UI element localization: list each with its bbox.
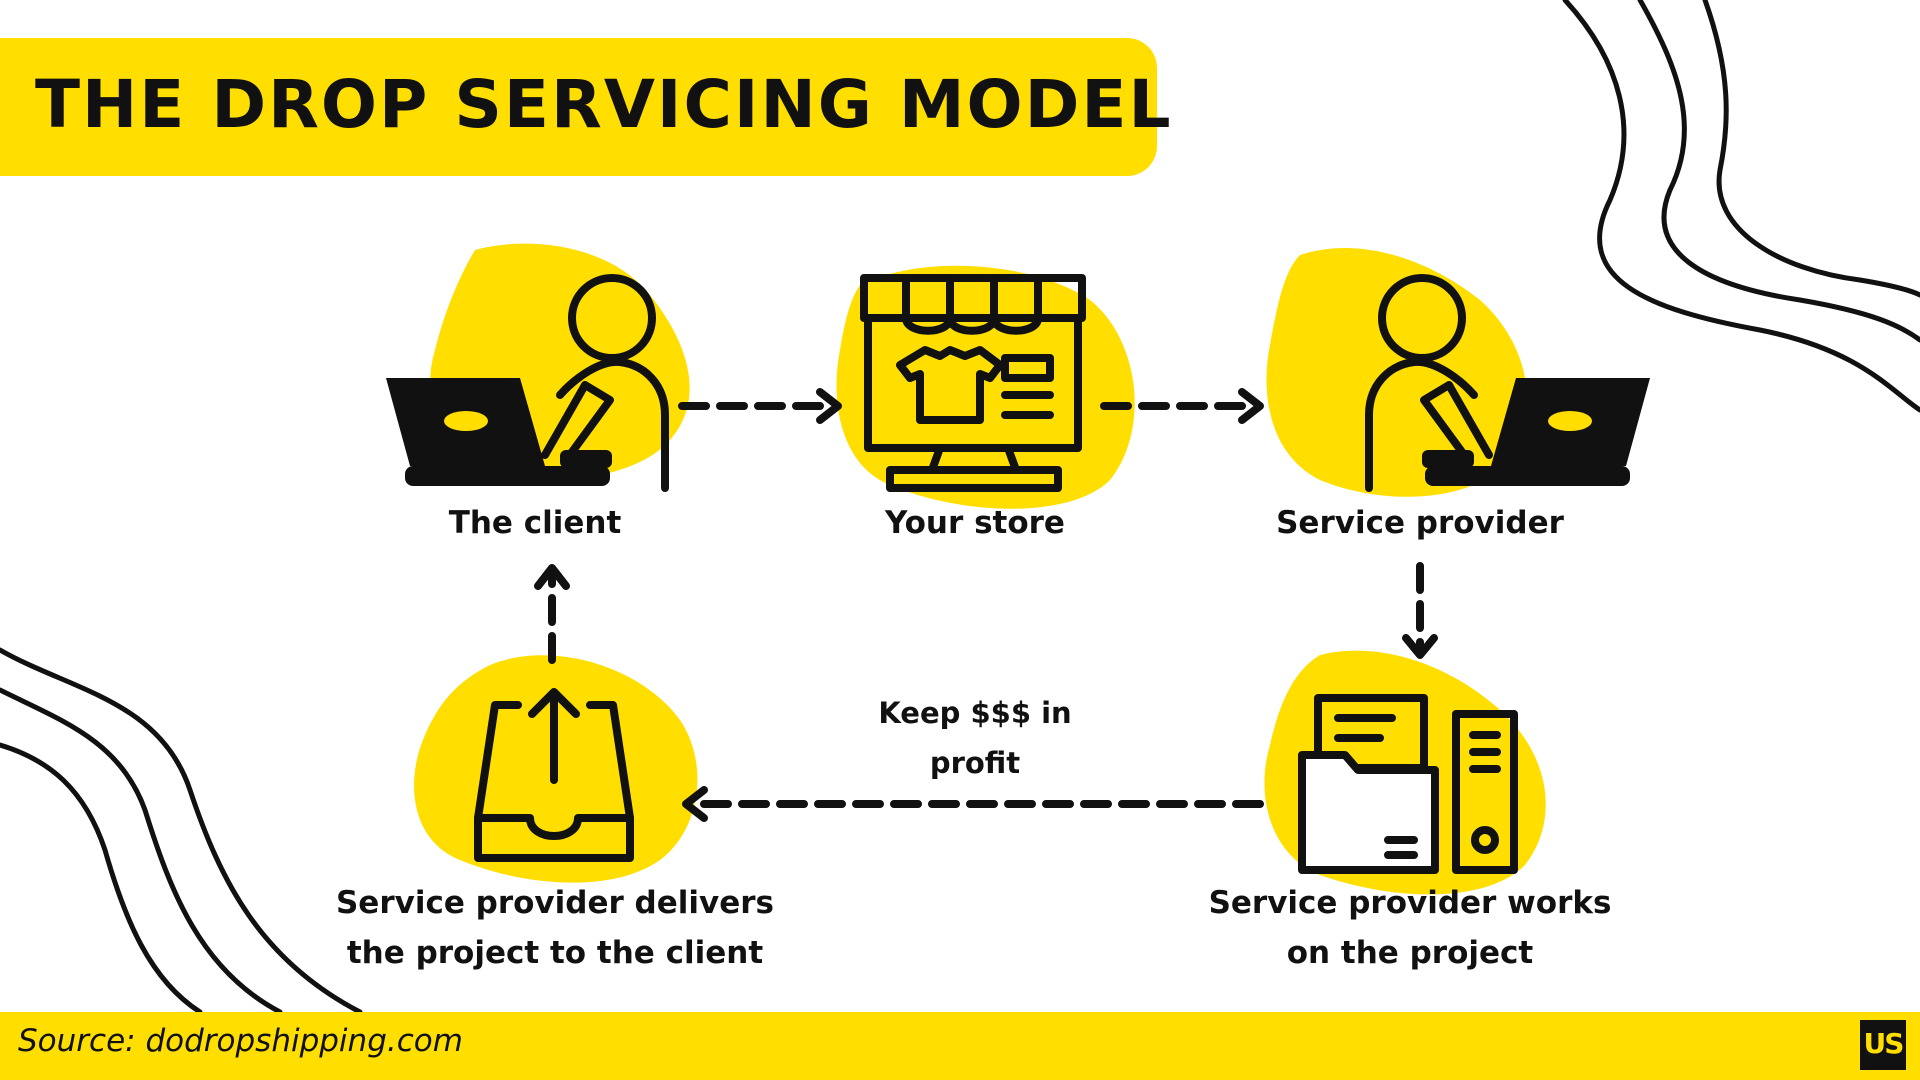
brand-logo: US (1858, 1018, 1908, 1072)
folder-files-icon (1298, 694, 1518, 874)
inbox-upload-icon (474, 688, 634, 862)
label-service-provider: Service provider (1276, 505, 1564, 541)
label-client: The client (448, 505, 622, 541)
label-provider-works-line2: on the project (1286, 935, 1534, 971)
arrow-delivers-to-client (534, 564, 570, 664)
label-keep-profit: Keep $$$ in profit (840, 688, 1110, 788)
label-store: Your store (885, 505, 1065, 541)
client-laptop-icon (386, 274, 669, 492)
page-title: THE DROP SERVICING MODEL (35, 66, 1173, 143)
arrow-store-to-provider (1100, 388, 1264, 424)
provider-laptop-icon (1365, 274, 1650, 492)
arrow-client-to-store (678, 388, 842, 424)
arrow-provider-to-works (1402, 562, 1438, 659)
online-store-icon (860, 274, 1086, 492)
label-keep-profit-line2: profit (929, 746, 1021, 780)
label-provider-delivers-line2: the project to the client (346, 935, 764, 971)
label-keep-profit-line1: Keep $$$ in (878, 696, 1072, 730)
title-banner (0, 38, 1157, 176)
arrow-works-to-delivers (682, 786, 1264, 822)
label-provider-delivers: Service provider delivers the project to… (335, 878, 775, 978)
footer-bar (0, 1012, 1920, 1080)
decorative-waves-top-right (1562, 0, 1920, 413)
label-provider-delivers-line1: Service provider delivers (335, 885, 774, 921)
label-provider-works: Service provider works on the project (1190, 878, 1630, 978)
decorative-waves-bottom-left (0, 647, 363, 1015)
label-provider-works-line1: Service provider works (1208, 885, 1612, 921)
source-credit: Source: dodropshipping.com (18, 1023, 463, 1059)
